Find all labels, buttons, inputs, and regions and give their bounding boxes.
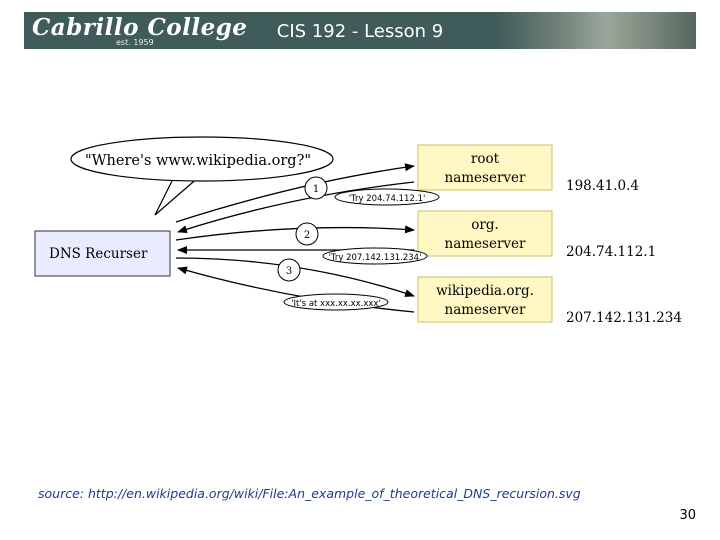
college-logo: Cabrillo College	[32, 14, 248, 41]
reply-arrow-3	[177, 266, 415, 313]
slide-title: CIS 192 - Lesson 9	[276, 21, 444, 42]
step-marker-1: 1	[304, 176, 328, 200]
campus-photo	[496, 12, 696, 49]
step-number-1: 1	[313, 184, 319, 195]
reply-label-2: 'Try 207.142.131.234'	[322, 247, 428, 265]
query-arrow-2	[175, 225, 415, 241]
root-nameserver-line2: nameserver	[445, 170, 527, 186]
question-bubble: "Where's www.wikipedia.org?"	[70, 136, 334, 216]
reply-text-3: 'It's at xxx.xx.xx.xxx'	[291, 299, 381, 309]
logo-est: est. 1959	[116, 38, 154, 47]
reply-arrow-1	[177, 181, 415, 234]
root-ip: 198.41.0.4	[566, 178, 639, 194]
reply-text-2: 'Try 207.142.131.234'	[329, 253, 422, 263]
query-arrow-1	[175, 163, 415, 223]
dns-recurser-label: DNS Recurser	[49, 246, 148, 262]
source-citation: source: http://en.wikipedia.org/wiki/Fil…	[38, 486, 581, 501]
org-ip: 204.74.112.1	[566, 244, 656, 260]
wikipedia-nameserver-line1: wikipedia.org.	[436, 283, 534, 299]
wikipedia-nameserver-line2: nameserver	[445, 302, 527, 318]
dns-recurser-box: DNS Recurser	[34, 230, 171, 277]
root-nameserver-box: root nameserver	[417, 144, 553, 191]
step-number-2: 2	[304, 230, 310, 241]
step-number-3: 3	[286, 266, 292, 277]
reply-text-1: 'Try 204.74.112.1'	[349, 194, 426, 204]
question-text: "Where's www.wikipedia.org?"	[85, 153, 311, 169]
org-nameserver-line1: org.	[471, 217, 499, 233]
root-nameserver-line1: root	[471, 151, 500, 167]
org-nameserver-line2: nameserver	[445, 236, 527, 252]
wikipedia-ip: 207.142.131.234	[566, 310, 682, 326]
step-marker-2: 2	[295, 222, 319, 246]
step-marker-3: 3	[277, 258, 301, 282]
header-banner: Cabrillo College est. 1959 CIS 192 - Les…	[24, 12, 696, 49]
wikipedia-nameserver-box: wikipedia.org. nameserver	[417, 276, 553, 323]
reply-label-3: 'It's at xxx.xx.xx.xxx'	[283, 293, 389, 311]
page-number: 30	[679, 508, 696, 523]
org-nameserver-box: org. nameserver	[417, 210, 553, 257]
reply-label-1: 'Try 204.74.112.1'	[334, 188, 440, 206]
